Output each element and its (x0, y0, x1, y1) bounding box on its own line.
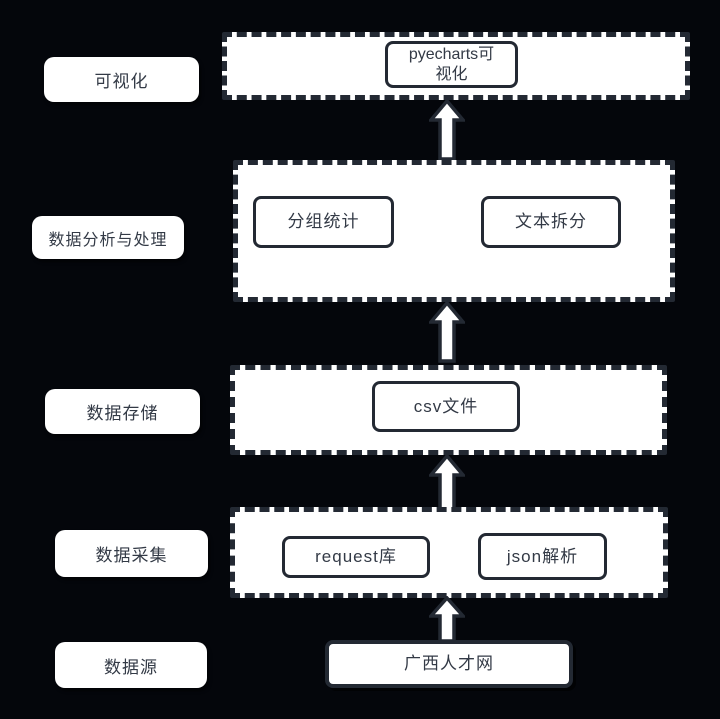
node-group-statistics: 分组统计 (253, 196, 394, 248)
stage-label-storage: 数据存储 (45, 389, 200, 434)
node-request-lib: request库 (282, 536, 430, 578)
node-json-parse: json解析 (478, 533, 607, 580)
flow-arrow-up-icon (429, 301, 465, 363)
flow-arrow-up-icon (429, 454, 465, 515)
stage-label-visualization: 可视化 (44, 57, 199, 102)
stage-label-collection: 数据采集 (55, 530, 208, 577)
stage-label-analysis: 数据分析与处理 (32, 216, 184, 259)
node-pyecharts-visualization: pyecharts可视化 (385, 41, 518, 88)
flow-arrow-up-icon (429, 99, 465, 161)
flow-arrow-up-icon (429, 596, 465, 643)
stage-label-source: 数据源 (55, 642, 207, 688)
node-guangxi-talent-site: 广西人才网 (325, 640, 573, 688)
node-text-split: 文本拆分 (481, 196, 621, 248)
node-csv-file: csv文件 (372, 381, 520, 432)
